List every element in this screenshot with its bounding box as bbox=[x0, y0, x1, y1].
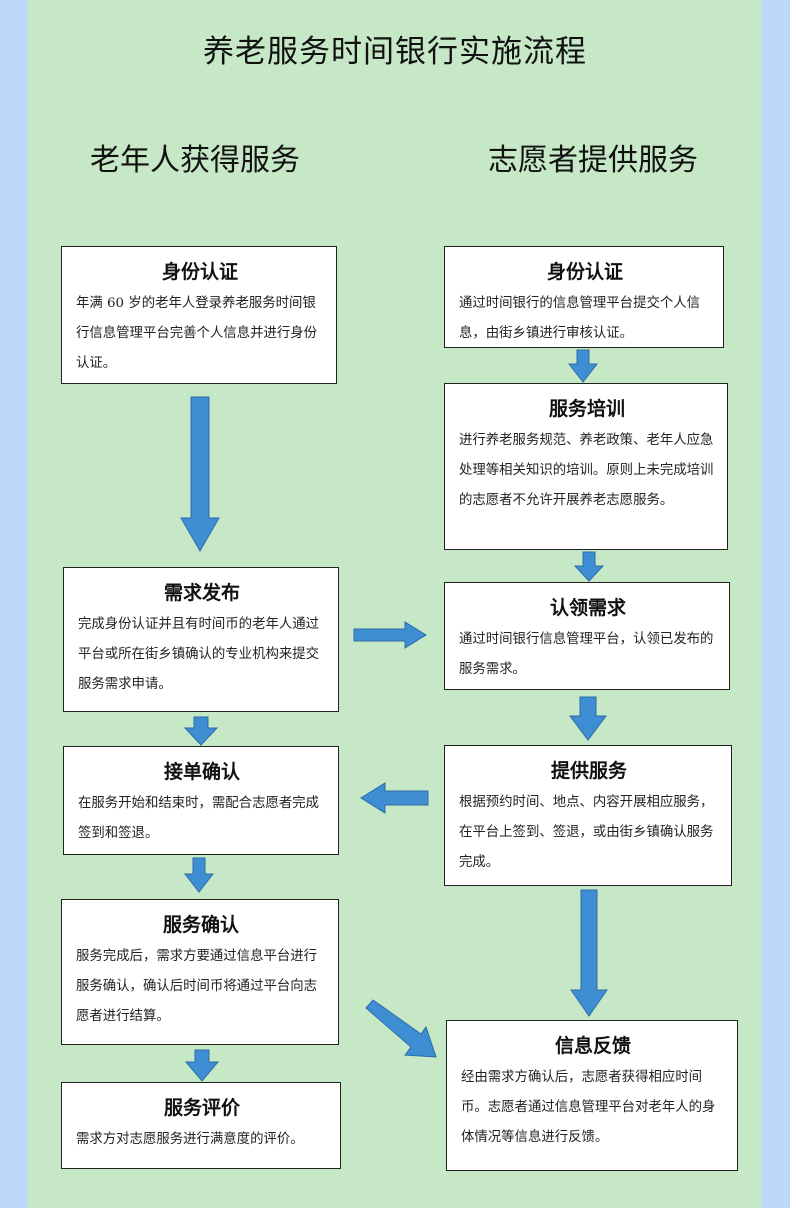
step-text: 通过时间银行信息管理平台，认领已发布的服务需求。 bbox=[459, 632, 714, 677]
left-step-evaluation: 服务评价 需求方对志愿服务进行满意度的评价。 bbox=[61, 1082, 341, 1169]
step-title: 认领需求 bbox=[549, 597, 626, 619]
step-title: 服务评价 bbox=[163, 1097, 240, 1119]
step-text: 通过时间银行的信息管理平台提交个人信息，由街乡镇进行审核认证。 bbox=[459, 296, 701, 341]
step-title: 提供服务 bbox=[550, 760, 627, 782]
step-text: 经由需求方确认后，志愿者获得相应时间币。志愿者通过信息管理平台对老年人的身体情况… bbox=[461, 1070, 716, 1145]
right-step-training: 服务培训 进行养老服务规范、养老政策、老年人应急处理等相关知识的培训。原则上未完… bbox=[444, 383, 728, 550]
left-step-service-confirm: 服务确认 服务完成后，需求方要通过信息平台进行服务确认，确认后时间币将通过平台向… bbox=[61, 899, 339, 1045]
step-title: 身份认证 bbox=[161, 261, 238, 283]
step-text: 进行养老服务规范、养老政策、老年人应急处理等相关知识的培训。原则上未完成培训的志… bbox=[459, 433, 714, 508]
right-step-feedback: 信息反馈 经由需求方确认后，志愿者获得相应时间币。志愿者通过信息管理平台对老年人… bbox=[446, 1020, 738, 1171]
left-column-heading: 老年人获得服务 bbox=[90, 143, 300, 178]
step-title: 信息反馈 bbox=[554, 1035, 631, 1057]
step-title: 服务培训 bbox=[548, 398, 625, 420]
step-text: 年满 60 岁的老年人登录养老服务时间银行信息管理平台完善个人信息并进行身份认证… bbox=[76, 296, 318, 371]
step-text: 根据预约时间、地点、内容开展相应服务，在平台上签到、签退，或由街乡镇确认服务完成… bbox=[459, 795, 714, 870]
step-text: 需求方对志愿服务进行满意度的评价。 bbox=[76, 1132, 304, 1147]
step-title: 接单确认 bbox=[163, 761, 240, 783]
right-step-provide-service: 提供服务 根据预约时间、地点、内容开展相应服务，在平台上签到、签退，或由街乡镇确… bbox=[444, 745, 732, 886]
step-title: 需求发布 bbox=[163, 582, 240, 604]
right-column-heading: 志愿者提供服务 bbox=[488, 143, 698, 178]
left-step-demand-publish: 需求发布 完成身份认证并且有时间币的老年人通过平台或所在街乡镇确认的专业机构来提… bbox=[63, 567, 339, 712]
step-text: 完成身份认证并且有时间币的老年人通过平台或所在街乡镇确认的专业机构来提交服务需求… bbox=[78, 617, 320, 692]
right-step-identity: 身份认证 通过时间银行的信息管理平台提交个人信息，由街乡镇进行审核认证。 bbox=[444, 246, 724, 348]
left-step-identity: 身份认证 年满 60 岁的老年人登录养老服务时间银行信息管理平台完善个人信息并进… bbox=[61, 246, 337, 384]
right-step-claim-demand: 认领需求 通过时间银行信息管理平台，认领已发布的服务需求。 bbox=[444, 582, 730, 690]
step-title: 身份认证 bbox=[546, 261, 623, 283]
left-step-order-confirm: 接单确认 在服务开始和结束时，需配合志愿者完成签到和签退。 bbox=[63, 746, 339, 855]
diagram-title: 养老服务时间银行实施流程 bbox=[203, 34, 587, 70]
step-text: 在服务开始和结束时，需配合志愿者完成签到和签退。 bbox=[78, 796, 320, 841]
step-text: 服务完成后，需求方要通过信息平台进行服务确认，确认后时间币将通过平台向志愿者进行… bbox=[76, 949, 318, 1024]
step-title: 服务确认 bbox=[162, 914, 239, 936]
